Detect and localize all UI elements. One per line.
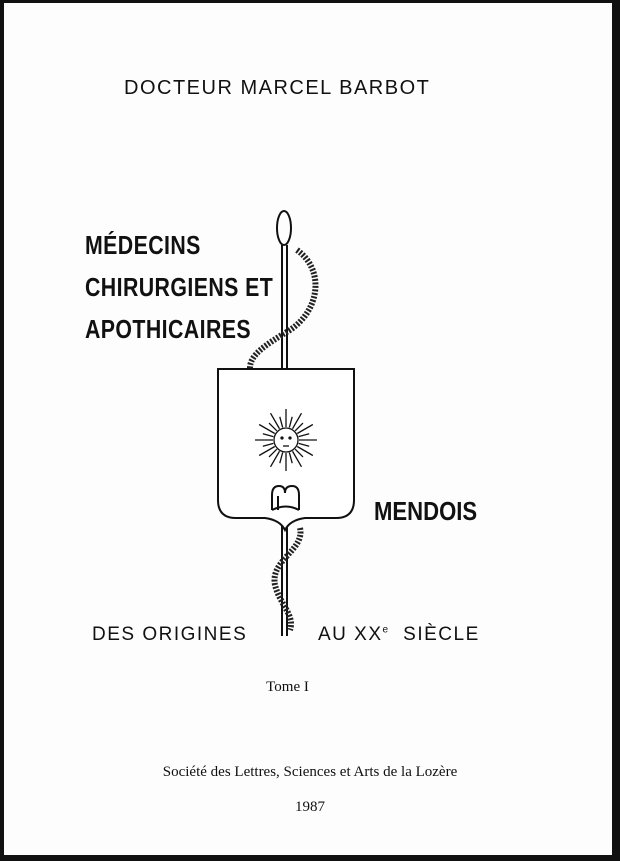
sun-ray [291, 450, 303, 468]
volume-label: Tome I [266, 679, 309, 695]
title-line-3: APOTHICAIRES [85, 314, 252, 344]
sun-ray [269, 412, 281, 430]
sun-ray [268, 422, 278, 432]
sun-ray [298, 442, 310, 447]
sun-ray [269, 450, 281, 468]
sun-ray [291, 412, 303, 430]
scan-border-bottom [0, 855, 620, 861]
sun-ray [288, 452, 293, 464]
title-line-2: CHIRURGIENS ET [85, 272, 274, 302]
sun-ray [294, 422, 304, 432]
publication-year: 1987 [295, 799, 325, 815]
subtitle-superscript: e [382, 624, 390, 636]
title-suffix: MENDOIS [374, 496, 478, 526]
sun-ray [262, 433, 274, 438]
title-line-1: MÉDECINS [85, 230, 201, 260]
scan-border-top [0, 0, 620, 3]
author-name: DOCTEUR MARCEL BARBOT [124, 77, 431, 99]
scan-border-right [612, 0, 620, 861]
sun-ray [296, 423, 314, 435]
sun-ray [279, 452, 284, 464]
subtitle-right: AU XXe SIÈCLE [318, 624, 480, 646]
mitre-letter-m-icon [271, 484, 300, 511]
sun-ray [262, 442, 274, 447]
sun-ray [279, 416, 284, 428]
sun-ray [298, 433, 310, 438]
subtitle-century: AU XX [318, 624, 383, 645]
subtitle-end: SIÈCLE [403, 624, 480, 645]
sun-ray [258, 445, 276, 457]
sun-ray [258, 423, 276, 435]
serpent-icon [247, 247, 319, 631]
publisher: Société des Lettres, Sciences et Arts de… [162, 764, 458, 780]
subtitle-left: DES ORIGINES [92, 624, 248, 645]
sun-ray [288, 416, 293, 428]
sun-ray [268, 448, 278, 458]
scan-border-left [0, 0, 4, 861]
sun-ray [294, 448, 304, 458]
sun-ray [296, 445, 314, 457]
sun-icon [255, 409, 317, 471]
